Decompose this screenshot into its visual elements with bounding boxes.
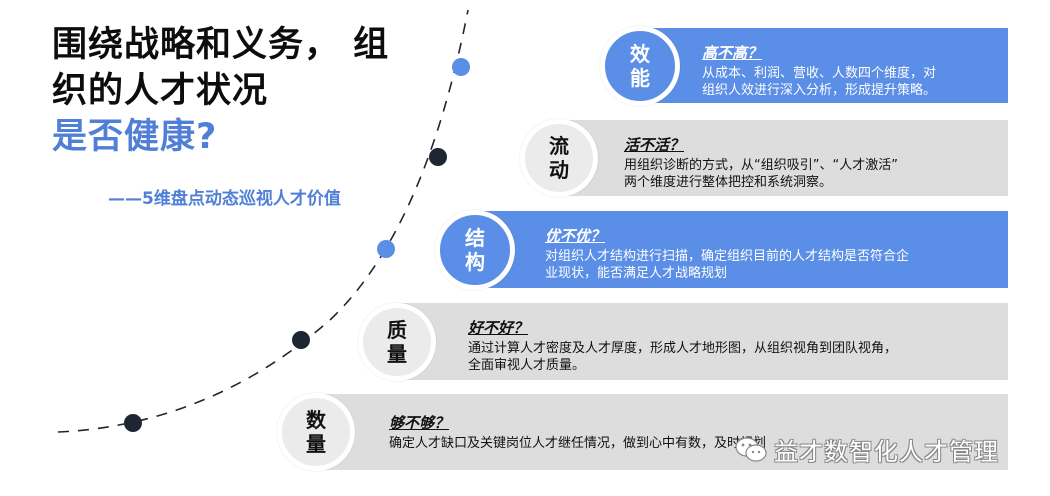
- row-text: 好不好？ 通过计算人才密度及人才厚度，形成人才地形图，从组织视角到团队视角， 全…: [468, 317, 1003, 374]
- row-text: 高不高？ 从成本、利润、营收、人数四个维度，对 组织人效进行深入分析，形成提升策…: [702, 42, 1002, 99]
- row-desc-2: 两个维度进行整体把控和系统洞察。: [624, 175, 833, 190]
- arc-path: [57, 9, 469, 433]
- title-line-3: 是否健康?: [52, 117, 218, 157]
- dimension-circle: 数量: [277, 393, 355, 471]
- dimension-row-structure: 结构 优不优？ 对组织人才结构进行扫描，确定组织目前的人才结构是否符合企 业现状…: [435, 209, 1008, 290]
- row-desc-2: 全面审视人才质量。: [468, 358, 586, 373]
- dimension-circle: 流动: [520, 119, 598, 197]
- dimension-row-efficiency: 效能 高不高？ 从成本、利润、营收、人数四个维度，对 组织人效进行深入分析，形成…: [600, 25, 1008, 106]
- row-desc-2: 业现状，能否满足人才战略规划: [545, 266, 728, 281]
- dimension-circle: 效能: [600, 25, 680, 106]
- row-desc-1: 对组织人才结构进行扫描，确定组织目前的人才结构是否符合企: [545, 249, 910, 264]
- row-text: 够不够？ 确定人才缺口及关键岗位人才继任情况，做到心中有数，及时规划: [389, 412, 889, 452]
- row-heading: 高不高？: [702, 44, 763, 62]
- arc-dot-4: [292, 331, 310, 349]
- title-line-1: 围绕战略和义务， 组: [52, 25, 390, 65]
- watermark-text: 益才数智化人才管理: [774, 438, 999, 466]
- row-bar: [560, 120, 1008, 196]
- row-bar: [317, 394, 1008, 470]
- arc-dot-1: [452, 58, 470, 76]
- arc-dot-3: [377, 240, 395, 258]
- row-bar: [640, 28, 1008, 103]
- dimension-row-quantity: 数量 够不够？ 确定人才缺口及关键岗位人才继任情况，做到心中有数，及时规划: [277, 393, 1008, 471]
- row-desc-1: 从成本、利润、营收、人数四个维度，对: [702, 66, 937, 81]
- row-text: 活不活？ 用组织诊断的方式，从“组织吸引”、“人才激活” 两个维度进行整体把控和…: [624, 134, 1004, 191]
- row-desc-1: 通过计算人才密度及人才厚度，形成人才地形图，从组织视角到团队视角，: [468, 341, 898, 356]
- title-line-2: 织的人才状况: [52, 71, 269, 111]
- row-heading: 好不好？: [468, 319, 529, 337]
- row-bar: [398, 303, 1008, 380]
- row-heading: 够不够？: [389, 414, 450, 432]
- row-desc-1: 确定人才缺口及关键岗位人才继任情况，做到心中有数，及时规划: [389, 436, 767, 451]
- dimension-row-flow: 流动 活不活？ 用组织诊断的方式，从“组织吸引”、“人才激活” 两个维度进行整体…: [520, 119, 1008, 197]
- row-desc-1: 用组织诊断的方式，从“组织吸引”、“人才激活”: [624, 158, 898, 173]
- wechat-icon: [735, 436, 767, 462]
- row-desc-2: 组织人效进行深入分析，形成提升策略。: [702, 83, 937, 98]
- dimension-circle: 结构: [435, 209, 515, 290]
- row-text: 优不优？ 对组织人才结构进行扫描，确定组织目前的人才结构是否符合企 业现状，能否…: [545, 225, 1005, 282]
- page-title: 围绕战略和义务， 组 织的人才状况 是否健康?: [52, 22, 412, 160]
- row-heading: 优不优？: [545, 227, 606, 245]
- row-bar: [475, 211, 1008, 288]
- dimension-circle: 质量: [358, 302, 436, 381]
- arc-dot-5: [124, 414, 142, 432]
- watermark: 益才数智化人才管理: [734, 432, 999, 467]
- dimension-row-quality: 质量 好不好？ 通过计算人才密度及人才厚度，形成人才地形图，从组织视角到团队视角…: [358, 302, 1008, 381]
- subtitle: ——5维盘点动态巡视人才价值: [108, 189, 341, 209]
- row-heading: 活不活？: [624, 136, 685, 154]
- arc-dot-2: [429, 148, 447, 166]
